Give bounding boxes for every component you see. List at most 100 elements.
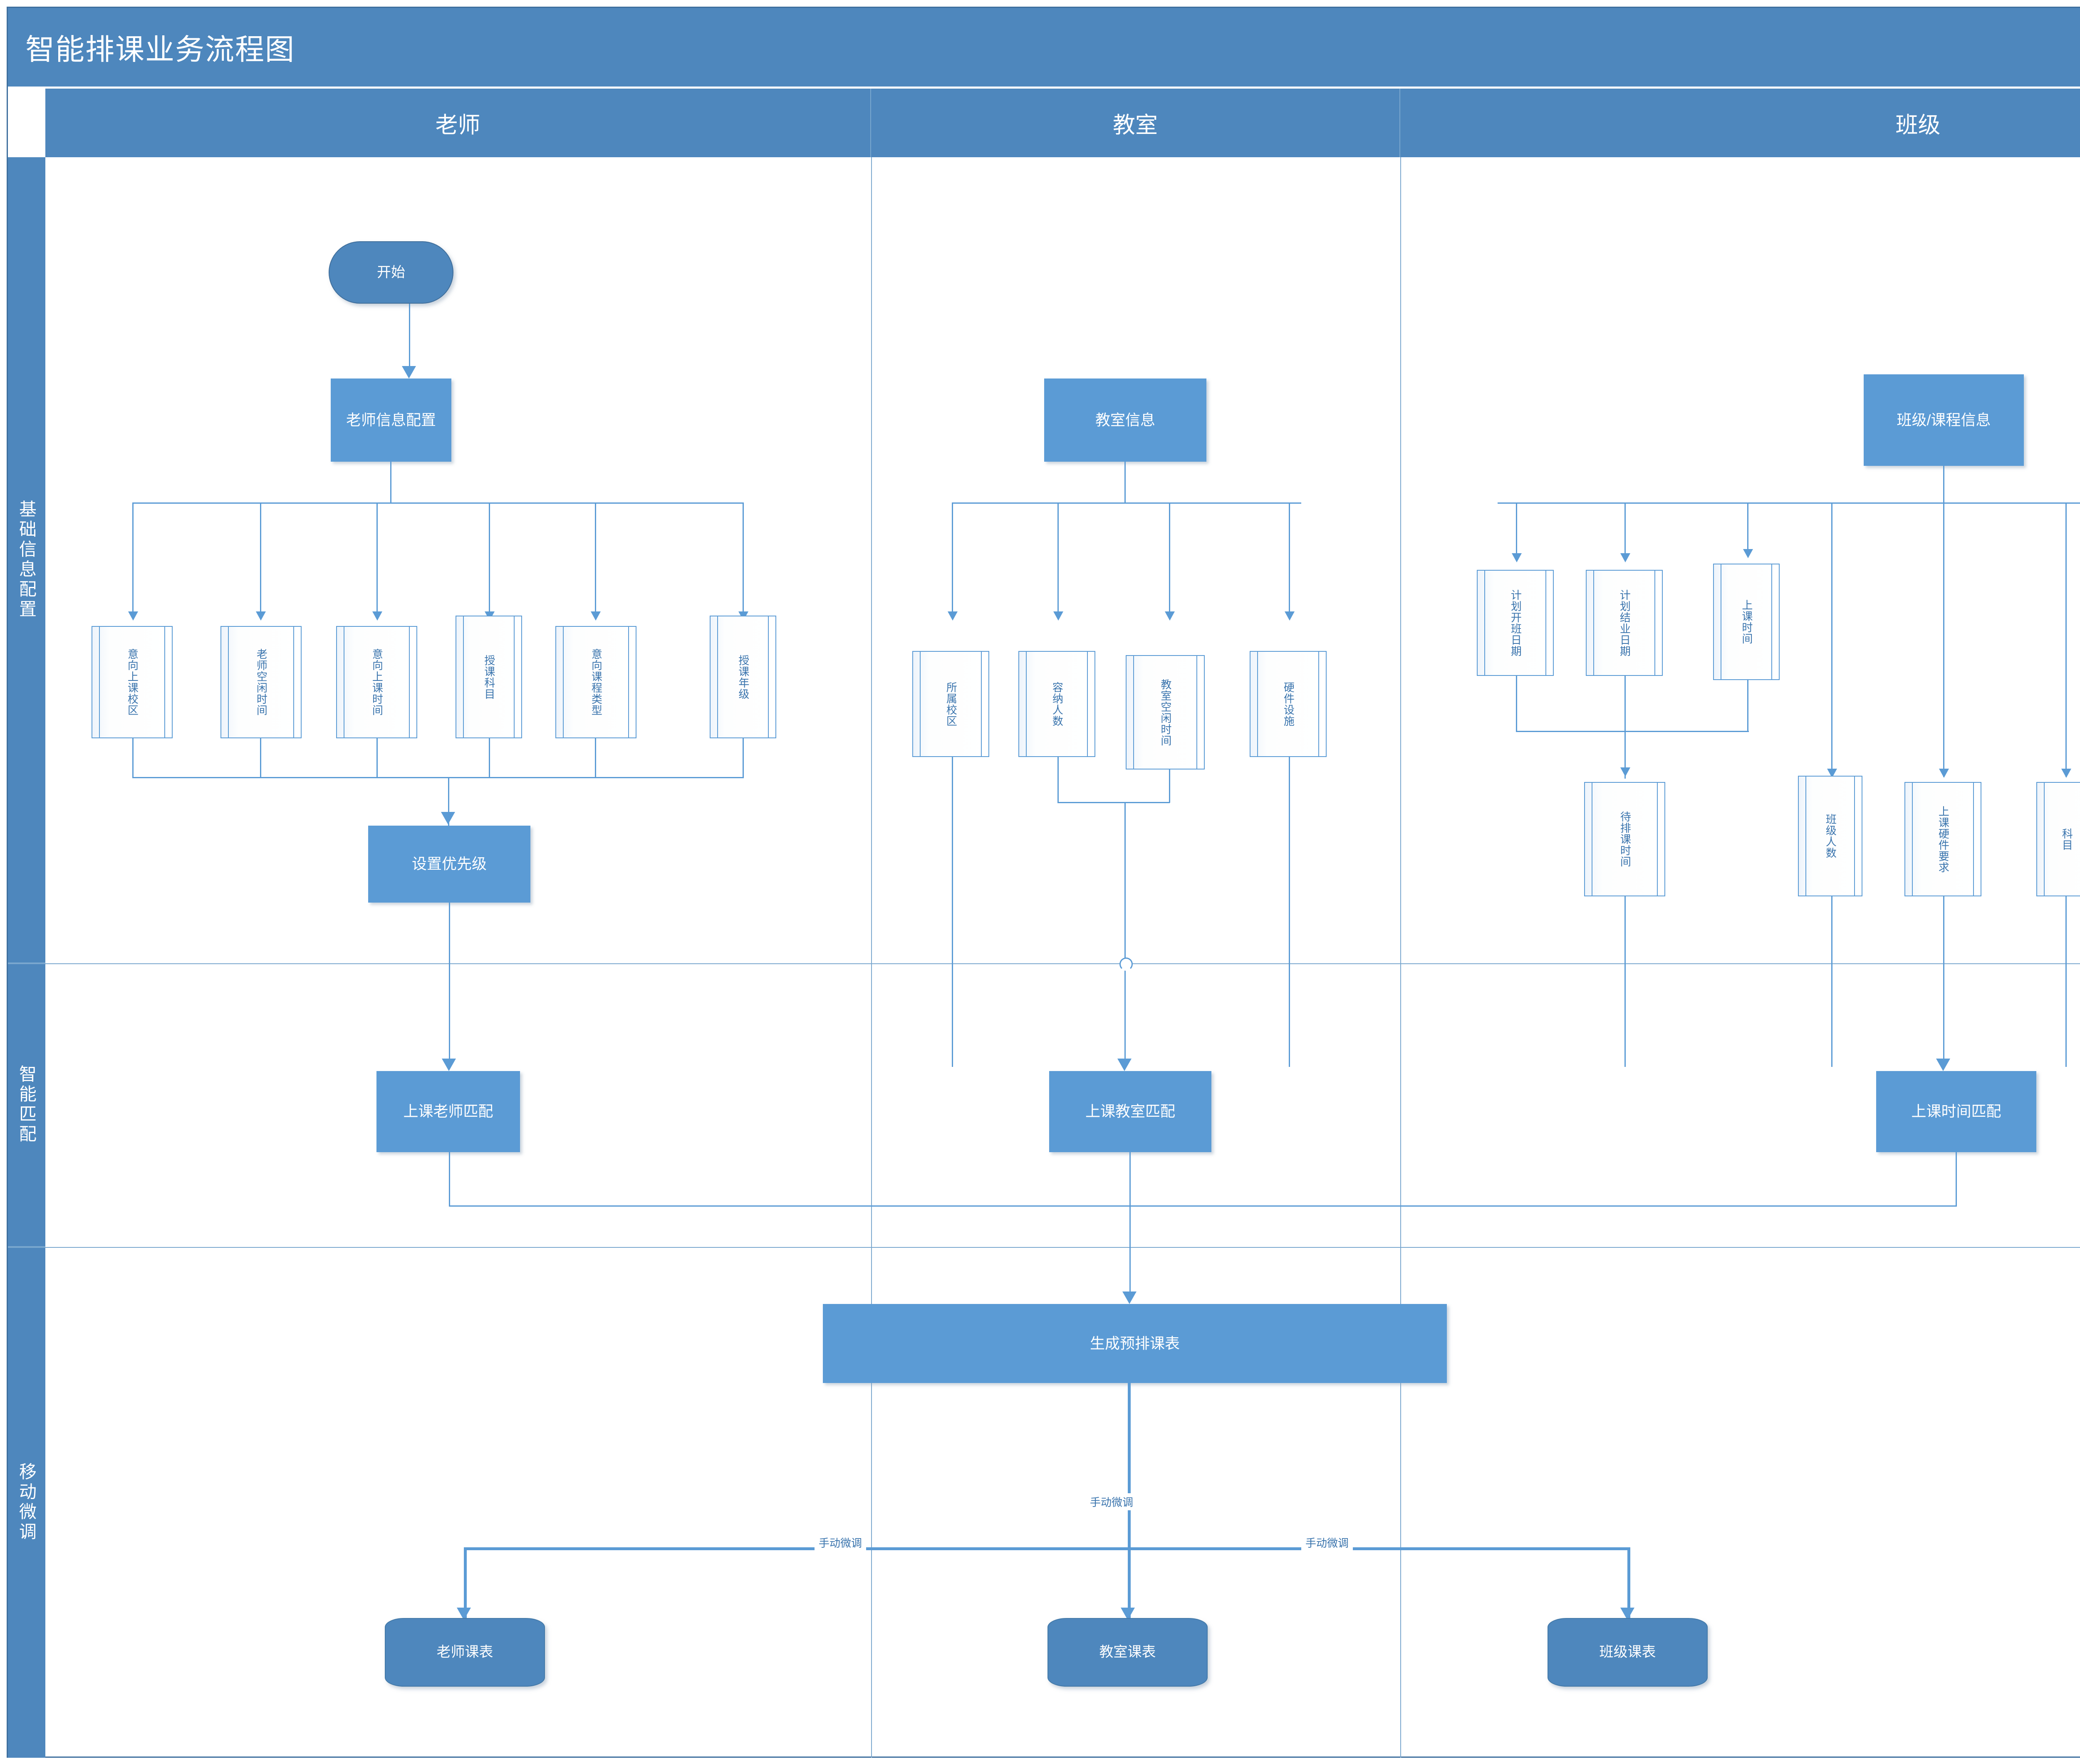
connector-classroom-merge-bus — [1057, 802, 1170, 803]
attr-class-3[interactable]: 科目 — [2036, 782, 2080, 896]
connector-teacher-attr-2 — [376, 502, 378, 619]
attr-class-date-0[interactable]: 计划开班日期 — [1477, 570, 1554, 676]
arrowhead-class-date-merge — [1620, 767, 1630, 777]
node-set-priority[interactable]: 设置优先级 — [368, 826, 530, 903]
connector-classroom-attr-0 — [952, 502, 953, 619]
connector-teacher-attr-0 — [132, 502, 134, 619]
arrowhead-class-attr-1 — [1827, 769, 1837, 778]
connector-class-attr-2 — [1943, 502, 1944, 777]
arrowhead-start-to-config — [402, 366, 416, 379]
arrowhead-teacher-attr-4 — [591, 611, 601, 621]
node-generate-schedule[interactable]: 生成预排课表 — [823, 1304, 1447, 1383]
connector-teacher-merge-5 — [743, 738, 744, 778]
connector-class-bus — [1498, 502, 2080, 504]
node-teacher-match[interactable]: 上课老师匹配 — [376, 1071, 520, 1152]
connector-merge-to-priority — [448, 777, 449, 831]
attr-teacher-5[interactable]: 授课年级 — [710, 616, 776, 738]
connector-teacher-bus — [132, 502, 744, 504]
line-jump-icon — [1119, 957, 1133, 971]
edge-label-manual-adjust-right: 手动微调 — [1301, 1534, 1353, 1551]
node-class-info[interactable]: 班级/课程信息 — [1864, 374, 2024, 466]
node-class-match[interactable]: 上课时间匹配 — [1876, 1071, 2036, 1152]
connector-to-class-result — [1627, 1547, 1630, 1620]
arrowhead-classroom-attr-0 — [948, 611, 958, 621]
diagram-title-bar: 智能排课业务流程图 — [8, 8, 2080, 87]
arrowhead-classroom-attr-3 — [1285, 611, 1295, 621]
connector-teacher-attr-1 — [260, 502, 261, 619]
diagram-frame — [7, 7, 2080, 1758]
connector-class-attr-3 — [2065, 502, 2067, 777]
connector-classroom-bus-stem — [1124, 462, 1126, 503]
connector-class-date-0 — [1516, 502, 1517, 561]
lane-separator-1 — [871, 157, 872, 1758]
attr-teacher-0[interactable]: 意向上课校区 — [92, 626, 173, 738]
arrowhead-class-date-0 — [1512, 553, 1522, 562]
attr-teacher-4[interactable]: 意向课程类型 — [555, 626, 636, 738]
attr-classroom-3[interactable]: 硬件设施 — [1250, 651, 1327, 757]
connector-generate-right-bus — [1128, 1547, 1629, 1550]
connector-generate-left-bus — [465, 1547, 1129, 1550]
attr-class-0[interactable]: 待排课时间 — [1584, 782, 1665, 896]
arrowhead-merge-to-priority — [441, 812, 455, 824]
edge-label-manual-adjust-left: 手动微调 — [815, 1534, 867, 1551]
attr-class-date-1[interactable]: 计划结业日期 — [1586, 570, 1663, 676]
connector-priority-to-teacher-match — [449, 903, 450, 1067]
arrowhead-classroom-attr-1 — [1053, 611, 1063, 621]
lane-separator-2 — [1400, 157, 1401, 1758]
node-classroom-schedule[interactable]: 教室课表 — [1047, 1618, 1208, 1687]
page-title: 智能排课业务流程图 — [25, 33, 295, 66]
connector-classroom-attr3-down — [1289, 757, 1290, 1067]
node-start[interactable]: 开始 — [329, 241, 453, 304]
attr-classroom-1[interactable]: 容纳人数 — [1018, 651, 1095, 757]
connector-class-bus-stem — [1943, 466, 1944, 503]
connector-class-date-merge-bus — [1516, 731, 1749, 732]
attr-class-1[interactable]: 班级人数 — [1798, 776, 1862, 896]
node-teacher-schedule[interactable]: 老师课表 — [385, 1618, 545, 1687]
lane-header-classroom-label: 教室 — [1113, 113, 1158, 138]
connector-class-attr2-down — [1943, 896, 1944, 1067]
phase-separator-2 — [8, 1247, 2080, 1248]
connector-teacher-match-down — [449, 1152, 450, 1206]
node-class-schedule[interactable]: 班级课表 — [1548, 1618, 1708, 1687]
lane-header-class-label: 班级 — [1895, 113, 1941, 138]
phase-label-smart-match: 智能匹配 — [8, 963, 45, 1247]
arrowhead-to-generate — [1122, 1291, 1137, 1304]
connector-match-merge-bus — [449, 1205, 1957, 1207]
attr-teacher-1[interactable]: 老师空闲时间 — [220, 626, 302, 738]
connector-classroom-attr0-down — [952, 757, 953, 1067]
connector-classroom-bus — [952, 502, 1301, 504]
connector-class-date-1 — [1624, 502, 1626, 561]
node-classroom-match[interactable]: 上课教室匹配 — [1049, 1071, 1211, 1152]
phase-label-basic-config: 基础信息配置 — [8, 157, 45, 963]
connector-teacher-merge-4 — [595, 738, 596, 778]
arrowhead-teacher-attr-2 — [372, 611, 382, 621]
connector-teacher-merge-2 — [376, 738, 378, 778]
connector-class-match-down — [1956, 1152, 1957, 1206]
attr-classroom-0[interactable]: 所属校区 — [912, 651, 989, 757]
connector-classroom-attr-3 — [1289, 502, 1290, 619]
attr-class-2[interactable]: 上课硬件要求 — [1904, 782, 1981, 896]
connector-class-attr-1 — [1831, 502, 1832, 777]
lane-header-class: 班级 — [1400, 89, 2080, 157]
attr-teacher-2[interactable]: 意向上课时间 — [336, 626, 417, 738]
connector-teacher-merge-1 — [260, 738, 261, 778]
connector-teacher-merge-bus — [132, 777, 744, 778]
connector-classroom-match-down — [1129, 1152, 1131, 1300]
arrowhead-class-attr-2 — [1939, 769, 1949, 778]
connector-class-attr1-down — [1831, 896, 1832, 1067]
connector-class-date-merge-stem — [1624, 731, 1626, 779]
attr-teacher-3[interactable]: 授课科目 — [456, 616, 522, 738]
attr-classroom-2[interactable]: 教室空闲时间 — [1126, 655, 1205, 769]
node-classroom-info[interactable]: 教室信息 — [1044, 379, 1206, 462]
connector-classroom-merge-2 — [1169, 769, 1170, 803]
arrowhead-class-to-match — [1936, 1059, 1950, 1071]
connector-classroom-to-match — [1124, 802, 1126, 1068]
phase-label-manual-adjust-text: 移动微调 — [17, 1462, 37, 1542]
connector-classroom-merge-1 — [1057, 757, 1059, 803]
attr-class-date-2[interactable]: 上课时间 — [1713, 564, 1780, 680]
arrowhead-class-date-1 — [1620, 553, 1630, 562]
connector-teacher-bus-stem — [390, 462, 391, 503]
node-teacher-config[interactable]: 老师信息配置 — [331, 379, 451, 462]
phase-separator-1 — [8, 963, 2080, 964]
